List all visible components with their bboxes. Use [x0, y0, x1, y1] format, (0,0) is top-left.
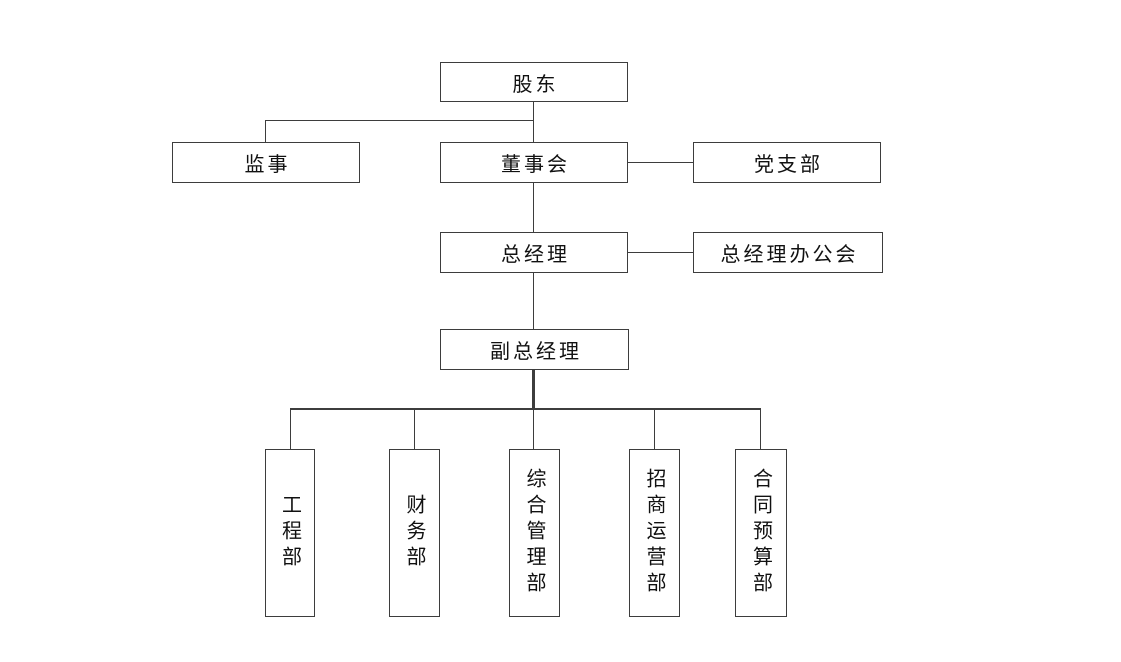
node-gm-office-meeting: 总经理办公会 [693, 232, 883, 273]
connector-to-supervisor [265, 120, 266, 142]
node-dept-finance-label: 财务部 [403, 494, 425, 572]
node-dept-engineering: 工程部 [265, 449, 315, 617]
connector-departments-horizontal [290, 408, 761, 410]
node-deputy-general-manager-label: 副总经理 [490, 341, 582, 363]
node-gm-office-meeting-label: 总经理办公会 [720, 244, 859, 266]
node-dept-general-management-label: 综合管理部 [523, 468, 545, 598]
node-dept-contract-budget-label: 合同预算部 [749, 468, 772, 598]
node-shareholders: 股东 [440, 62, 628, 102]
connector-drop-finance [414, 410, 415, 449]
node-dept-finance: 财务部 [389, 449, 440, 617]
node-party-branch-label: 党支部 [754, 154, 823, 176]
connector-board-general-manager [533, 183, 534, 232]
node-deputy-general-manager: 副总经理 [440, 329, 629, 370]
node-shareholders-label: 股东 [512, 73, 559, 96]
connector-board-party-branch [628, 162, 693, 163]
node-dept-contract-budget: 合同预算部 [735, 449, 787, 617]
node-dept-general-management: 综合管理部 [509, 449, 560, 617]
node-general-manager: 总经理 [440, 232, 628, 273]
node-party-branch: 党支部 [693, 142, 881, 183]
connector-branch-horizontal [265, 120, 534, 121]
connector-shareholders-down [533, 102, 534, 121]
node-supervisor: 监事 [172, 142, 360, 183]
connector-gm-office-meeting [628, 252, 693, 253]
node-board-label: 董事会 [501, 154, 570, 176]
connector-to-board [533, 120, 534, 142]
node-dept-investment-operations-label: 招商运营部 [643, 468, 665, 598]
connector-drop-general-management [533, 410, 534, 449]
connector-drop-contract-budget [760, 410, 761, 449]
node-dept-investment-operations: 招商运营部 [629, 449, 680, 617]
connector-deputy-down-thick [532, 370, 535, 409]
node-board: 董事会 [440, 142, 628, 183]
node-general-manager-label: 总经理 [501, 244, 570, 266]
node-supervisor-label: 监事 [244, 154, 291, 176]
connector-gm-deputy [533, 273, 534, 329]
connector-drop-investment-operations [654, 410, 655, 449]
connector-drop-engineering [290, 410, 291, 449]
node-dept-engineering-label: 工程部 [278, 494, 301, 572]
